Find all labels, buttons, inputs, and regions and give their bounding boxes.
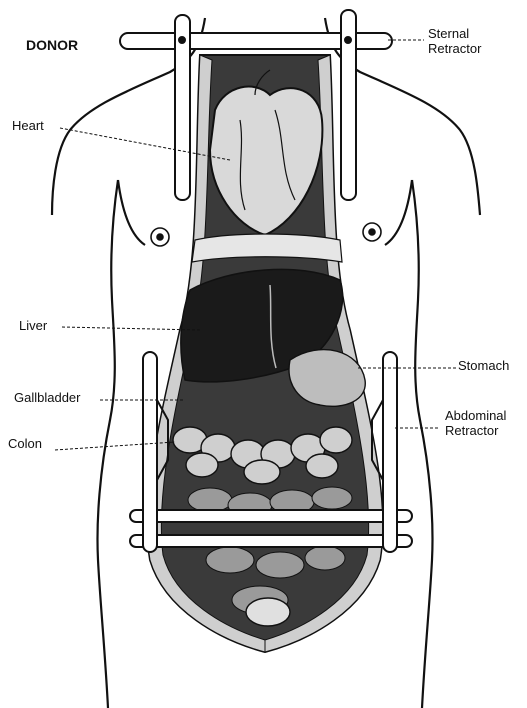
- label-abdominal-retractor-line1: Abdominal: [445, 408, 506, 423]
- label-abdominal-retractor-line2: Retractor: [445, 423, 498, 438]
- bladder: [246, 598, 290, 626]
- label-gallbladder: Gallbladder: [14, 390, 81, 405]
- label-sternal-retractor-line1: Sternal: [428, 26, 469, 41]
- label-colon: Colon: [8, 436, 42, 451]
- page-title: DONOR: [26, 38, 78, 53]
- label-stomach: Stomach: [458, 358, 509, 373]
- label-liver: Liver: [19, 318, 47, 333]
- label-sternal-retractor-line2: Retractor: [428, 41, 481, 56]
- label-heart: Heart: [12, 118, 44, 133]
